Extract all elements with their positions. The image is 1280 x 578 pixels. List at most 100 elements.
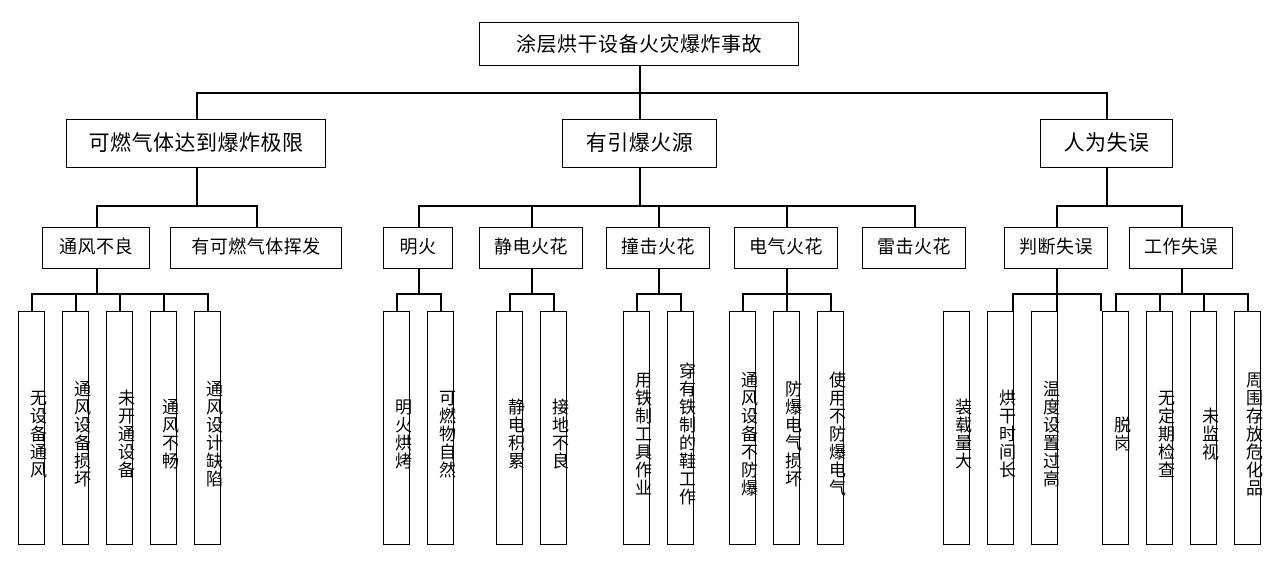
connector-b2-drop-3 <box>658 205 660 227</box>
lvl3-label-8: 判断失误 <box>1019 236 1093 258</box>
leaf-node-open-flame-baking[interactable]: 明火烘烤 <box>383 311 411 545</box>
connector-gB-drop-2 <box>440 293 442 311</box>
leaf-label-2: 通风设备损坏 <box>70 380 90 488</box>
lvl3-label-2: 有可燃气体挥发 <box>191 236 321 258</box>
leaf-label-9: 接地不良 <box>548 398 568 470</box>
lvl3-label-4: 静电火花 <box>494 236 568 258</box>
leaf-label-14: 使用不防爆电气 <box>825 371 845 497</box>
lvl3-label-3: 明火 <box>399 236 437 258</box>
top-event-node[interactable]: 涂层烘干设备火灾爆炸事故 <box>479 22 799 66</box>
connector-gF-drop-1 <box>1012 293 1014 311</box>
leaf-node-wearing-iron-shoes[interactable]: 穿有铁制的鞋工作 <box>667 311 695 545</box>
leaf-label-19: 无定期检查 <box>1154 389 1174 479</box>
lvl2-label-1: 可燃气体达到爆炸极限 <box>88 131 304 156</box>
leaf-node-no-periodic-inspection[interactable]: 无定期检查 <box>1146 311 1174 545</box>
connector-b1-drop-1 <box>96 205 98 227</box>
connector-gE-stem <box>786 269 788 293</box>
lvl3-node-gas-volatilization[interactable]: 有可燃气体挥发 <box>170 227 342 269</box>
lvl3-label-6: 电气火花 <box>749 236 823 258</box>
connector-gG-drop-1 <box>1115 293 1117 311</box>
connector-b3-drop-2 <box>1181 205 1183 227</box>
lvl3-node-poor-ventilation[interactable]: 通风不良 <box>42 227 150 269</box>
connector-gB-stem <box>418 269 420 293</box>
connector-b1-bus <box>96 205 257 207</box>
lvl3-node-lightning-spark[interactable]: 雷击火花 <box>862 227 966 269</box>
connector-gA-drop-4 <box>163 293 165 311</box>
leaf-label-17: 温度设置过高 <box>1039 380 1059 488</box>
connector-b1-drop-2 <box>256 205 258 227</box>
connector-gC-drop-2 <box>553 293 555 311</box>
connector-gB-drop-1 <box>396 293 398 311</box>
connector-gD-drop-2 <box>680 293 682 311</box>
connector-gC-bus <box>509 293 553 295</box>
connector-drop-lvl2-1 <box>196 92 198 119</box>
leaf-label-10: 用铁制工具作业 <box>631 371 651 497</box>
connector-gE-drop-2 <box>786 293 788 311</box>
leaf-node-ventilation-blocked[interactable]: 通风不畅 <box>150 311 178 545</box>
lvl3-label-7: 雷击火花 <box>877 236 951 258</box>
connector-gB-bus <box>396 293 440 295</box>
lvl2-node-ignition-source[interactable]: 有引爆火源 <box>562 119 717 168</box>
connector-b2-drop-4 <box>786 205 788 227</box>
leaf-node-ventilation-equipment-not-explosion-proof[interactable]: 通风设备不防爆 <box>729 311 757 545</box>
leaf-label-13: 防爆电气损坏 <box>781 380 801 488</box>
leaf-node-equipment-not-turned-on[interactable]: 未开通设备 <box>106 311 134 545</box>
leaf-node-no-ventilation-equipment[interactable]: 无设备通风 <box>18 311 46 545</box>
leaf-label-15: 装载量大 <box>951 398 971 470</box>
leaf-label-6: 明火烘烤 <box>391 398 411 470</box>
connector-gA-drop-3 <box>119 293 121 311</box>
leaf-node-no-monitoring[interactable]: 未监视 <box>1190 311 1218 545</box>
connector-gG-drop-4 <box>1247 293 1249 311</box>
connector-gG-drop-3 <box>1203 293 1205 311</box>
leaf-node-static-accumulation[interactable]: 静电积累 <box>496 311 524 545</box>
leaf-node-explosion-proof-electrical-damaged[interactable]: 防爆电气损坏 <box>773 311 801 545</box>
leaf-label-1: 无设备通风 <box>26 389 46 479</box>
lvl3-label-9: 工作失误 <box>1144 236 1218 258</box>
leaf-label-8: 静电积累 <box>504 398 524 470</box>
top-event-label: 涂层烘干设备火灾爆炸事故 <box>516 31 762 56</box>
connector-b2-stem <box>639 168 641 205</box>
leaf-node-combustible-self-ignition[interactable]: 可燃物自然 <box>427 311 455 545</box>
leaf-node-large-load[interactable]: 装载量大 <box>943 311 971 545</box>
connector-gA-drop-2 <box>75 293 77 311</box>
connector-gC-stem <box>531 269 533 293</box>
leaf-node-leaving-post[interactable]: 脱岗 <box>1102 311 1130 545</box>
lvl3-node-judgement-error[interactable]: 判断失误 <box>1004 227 1108 269</box>
leaf-node-use-non-explosion-proof-electrical[interactable]: 使用不防爆电气 <box>817 311 845 545</box>
lvl3-label-1: 通风不良 <box>59 236 133 258</box>
leaf-node-ventilation-equipment-damaged[interactable]: 通风设备损坏 <box>62 311 90 545</box>
connector-b3-bus <box>1056 205 1182 207</box>
connector-gG-stem <box>1181 269 1183 293</box>
lvl2-node-human-error[interactable]: 人为失误 <box>1040 119 1173 168</box>
leaf-label-21: 周围存放危化品 <box>1242 371 1262 497</box>
lvl3-node-static-spark[interactable]: 静电火花 <box>479 227 583 269</box>
connector-gA-drop-5 <box>207 293 209 311</box>
lvl2-label-2: 有引爆火源 <box>585 131 694 156</box>
connector-gD-bus <box>636 293 680 295</box>
leaf-node-temperature-set-too-high[interactable]: 温度设置过高 <box>1031 311 1059 545</box>
connector-gC-drop-1 <box>509 293 511 311</box>
leaf-label-11: 穿有铁制的鞋工作 <box>675 362 695 506</box>
lvl3-node-impact-spark[interactable]: 撞击火花 <box>606 227 710 269</box>
connector-gF-stem <box>1056 269 1058 293</box>
connector-drop-lvl2-2 <box>639 92 641 119</box>
connector-gA-stem <box>96 269 98 293</box>
leaf-node-poor-grounding[interactable]: 接地不良 <box>540 311 568 545</box>
lvl2-node-combustible-gas-limit[interactable]: 可燃气体达到爆炸极限 <box>66 119 326 168</box>
connector-gE-drop-3 <box>830 293 832 311</box>
leaf-label-12: 通风设备不防爆 <box>737 371 757 497</box>
leaf-node-long-drying-time[interactable]: 烘干时间长 <box>987 311 1015 545</box>
leaf-node-ventilation-design-defect[interactable]: 通风设计缺陷 <box>194 311 222 545</box>
leaf-label-18: 脱岗 <box>1110 416 1130 452</box>
leaf-label-7: 可燃物自然 <box>435 389 455 479</box>
leaf-node-iron-tool-work[interactable]: 用铁制工具作业 <box>623 311 651 545</box>
lvl3-node-electrical-spark[interactable]: 电气火花 <box>734 227 838 269</box>
lvl3-node-open-flame[interactable]: 明火 <box>383 227 453 269</box>
connector-b2-drop-2 <box>531 205 533 227</box>
lvl3-node-work-error[interactable]: 工作失误 <box>1129 227 1233 269</box>
connector-b1-stem <box>196 168 198 205</box>
connector-b2-drop-5 <box>914 205 916 227</box>
leaf-node-hazardous-chemicals-stored-nearby[interactable]: 周围存放危化品 <box>1234 311 1262 545</box>
connector-gG-drop-2 <box>1159 293 1161 311</box>
